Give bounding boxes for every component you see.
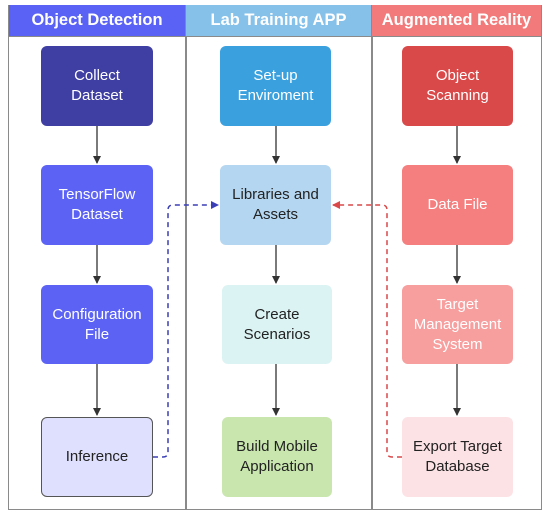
node-build-mobile-application: Build Mobile Application [222,417,332,497]
node-collect-dataset: Collect Dataset [41,46,153,126]
node-export-target-database: Export Target Database [402,417,513,497]
lane-divider [371,5,373,510]
node-data-file: Data File [402,165,513,245]
lane-header-lab-training-app: Lab Training APP [186,5,371,37]
lane-divider [185,5,187,510]
node-create-scenarios: Create Scenarios [222,285,332,364]
node-tensorflow-dataset: TensorFlow Dataset [41,165,153,245]
node-setup-environment: Set-up Enviroment [220,46,331,126]
node-target-management-system: Target Management System [402,285,513,364]
dashed-arrow-inference-to-libraries [153,201,219,458]
lane-header-augmented-reality: Augmented Reality [372,5,541,37]
dashed-arrow-export-to-libraries [332,201,402,458]
node-object-scanning: Object Scanning [402,46,513,126]
node-inference: Inference [41,417,153,497]
lane-header-object-detection: Object Detection [9,5,185,37]
node-libraries-and-assets: Libraries and Assets [220,165,331,245]
node-configuration-file: Configuration File [41,285,153,364]
